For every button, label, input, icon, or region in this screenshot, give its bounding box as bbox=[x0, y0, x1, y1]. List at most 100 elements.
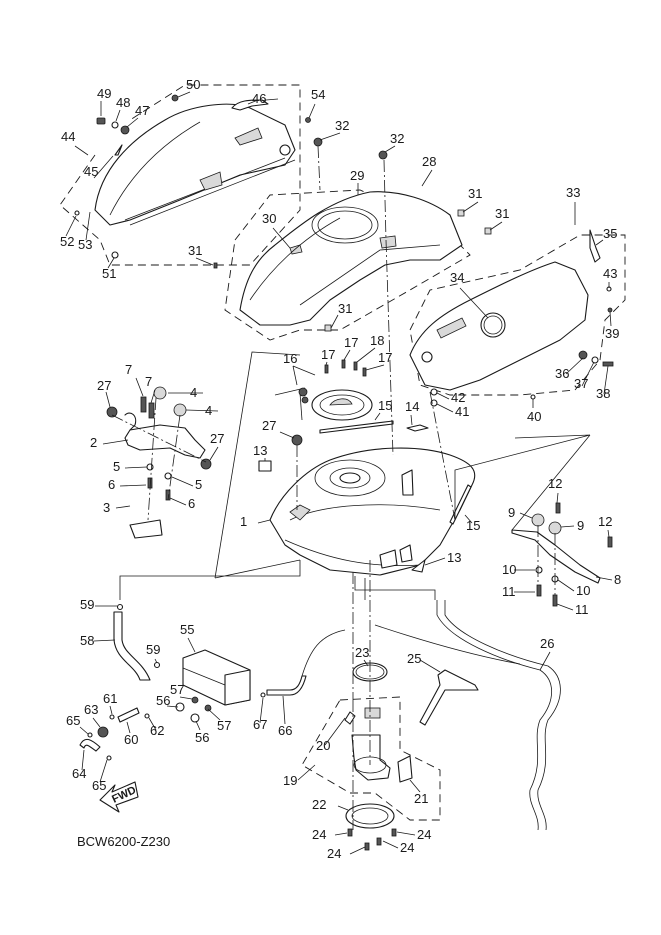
tank-cover-front bbox=[94, 98, 296, 226]
callout-25: 25 bbox=[407, 651, 421, 666]
washer-48 bbox=[111, 121, 119, 129]
callout-24c: 24 bbox=[400, 840, 414, 855]
callout-29: 29 bbox=[350, 168, 364, 183]
ignition-keys bbox=[274, 387, 309, 421]
pump-gasket-22 bbox=[345, 803, 395, 829]
damper-45 bbox=[114, 144, 123, 156]
hose-60 bbox=[117, 707, 140, 723]
group-box-28 bbox=[224, 189, 471, 341]
leader-frames bbox=[119, 351, 591, 600]
callout-65a: 65 bbox=[66, 713, 80, 728]
tank-top-cover bbox=[239, 191, 463, 326]
callout-65b: 65 bbox=[92, 778, 106, 793]
group-box-44 bbox=[59, 84, 301, 266]
callout-27c: 27 bbox=[262, 418, 276, 433]
rear-bracket bbox=[511, 529, 601, 584]
callout-60: 60 bbox=[124, 732, 138, 747]
nut-51 bbox=[111, 251, 119, 259]
collar-5-a bbox=[146, 463, 154, 471]
clip-61 bbox=[109, 714, 115, 720]
callout-56b: 56 bbox=[195, 730, 209, 745]
clip-67 bbox=[260, 692, 266, 698]
callout-54: 54 bbox=[311, 87, 325, 102]
tank-side-cover bbox=[409, 229, 601, 391]
group-box-33 bbox=[409, 234, 626, 396]
nut-31-b bbox=[484, 227, 492, 235]
hose-64 bbox=[79, 738, 101, 752]
nut-57-a bbox=[191, 696, 199, 704]
hose-66-line bbox=[301, 629, 346, 677]
collar-5-b bbox=[164, 472, 172, 480]
callout-62: 62 bbox=[150, 723, 164, 738]
screw-17-b bbox=[341, 359, 346, 369]
callout-56a: 56 bbox=[156, 693, 170, 708]
bolt-11-b bbox=[552, 594, 558, 607]
grommet-4-b bbox=[173, 403, 187, 417]
callouts: 1 2 3 4 4 5 5 6 6 7 7 8 9 9 10 10 11 11 … bbox=[60, 77, 621, 861]
callout-2: 2 bbox=[90, 435, 97, 450]
callout-10b: 10 bbox=[576, 583, 590, 598]
bolt-12-b bbox=[607, 536, 613, 548]
callout-12a: 12 bbox=[548, 476, 562, 491]
bolt-50 bbox=[171, 94, 179, 102]
callout-24d: 24 bbox=[417, 827, 431, 842]
callout-24a: 24 bbox=[312, 827, 326, 842]
fuel-cap bbox=[311, 389, 373, 421]
drawing-code: BCW6200-Z230 bbox=[77, 834, 170, 849]
callout-63: 63 bbox=[84, 702, 98, 717]
callout-6a: 6 bbox=[108, 477, 115, 492]
callout-7b: 7 bbox=[145, 374, 152, 389]
callout-12b: 12 bbox=[598, 514, 612, 529]
callout-64: 64 bbox=[72, 766, 86, 781]
callout-28: 28 bbox=[422, 154, 436, 169]
callout-46: 46 bbox=[252, 91, 266, 106]
callout-23: 23 bbox=[355, 645, 369, 660]
callout-18: 18 bbox=[370, 333, 384, 348]
callout-32a: 32 bbox=[335, 118, 349, 133]
callout-11b: 11 bbox=[575, 602, 589, 617]
callout-34: 34 bbox=[450, 270, 464, 285]
callout-49: 49 bbox=[97, 86, 111, 101]
callout-58: 58 bbox=[80, 633, 94, 648]
callout-17c: 17 bbox=[378, 350, 392, 365]
callout-33: 33 bbox=[566, 185, 580, 200]
callout-30: 30 bbox=[262, 211, 276, 226]
callout-66: 66 bbox=[278, 723, 292, 738]
bolt-32-a bbox=[313, 137, 323, 147]
callout-50: 50 bbox=[186, 77, 200, 92]
callout-5a: 5 bbox=[113, 459, 120, 474]
collar-47 bbox=[120, 125, 130, 135]
callout-57a: 57 bbox=[170, 682, 184, 697]
bolt-7-a bbox=[140, 396, 147, 413]
callout-31d: 31 bbox=[338, 301, 352, 316]
clip-59-a bbox=[116, 603, 124, 611]
grommet-4-a bbox=[153, 386, 167, 400]
callout-47: 47 bbox=[135, 103, 149, 118]
clip-59-b bbox=[153, 661, 161, 669]
bolt-38 bbox=[602, 361, 614, 367]
callout-13b: 13 bbox=[447, 550, 461, 565]
fuel-tank bbox=[269, 447, 476, 576]
breather-hose-26-c bbox=[374, 624, 521, 665]
screw-54 bbox=[305, 117, 311, 123]
bolt-24-b bbox=[364, 842, 370, 851]
grommet-9-b bbox=[548, 521, 562, 535]
callout-7a: 7 bbox=[125, 362, 132, 377]
callout-9b: 9 bbox=[577, 518, 584, 533]
callout-5b: 5 bbox=[195, 477, 202, 492]
callout-15a: 15 bbox=[378, 398, 392, 413]
washer-41 bbox=[430, 399, 438, 407]
bolt-11-a bbox=[536, 584, 542, 597]
bolt-7-b bbox=[148, 402, 155, 419]
callout-53: 53 bbox=[78, 237, 92, 252]
callout-31b: 31 bbox=[468, 186, 482, 201]
collar-37 bbox=[591, 356, 599, 364]
callout-6b: 6 bbox=[188, 496, 195, 511]
grommet-36 bbox=[578, 350, 588, 360]
joint-63 bbox=[97, 726, 109, 738]
callout-11a: 11 bbox=[502, 584, 516, 599]
nut-31-a bbox=[457, 209, 465, 217]
screw-17-a bbox=[324, 364, 329, 374]
grommet-27-b bbox=[200, 458, 212, 470]
